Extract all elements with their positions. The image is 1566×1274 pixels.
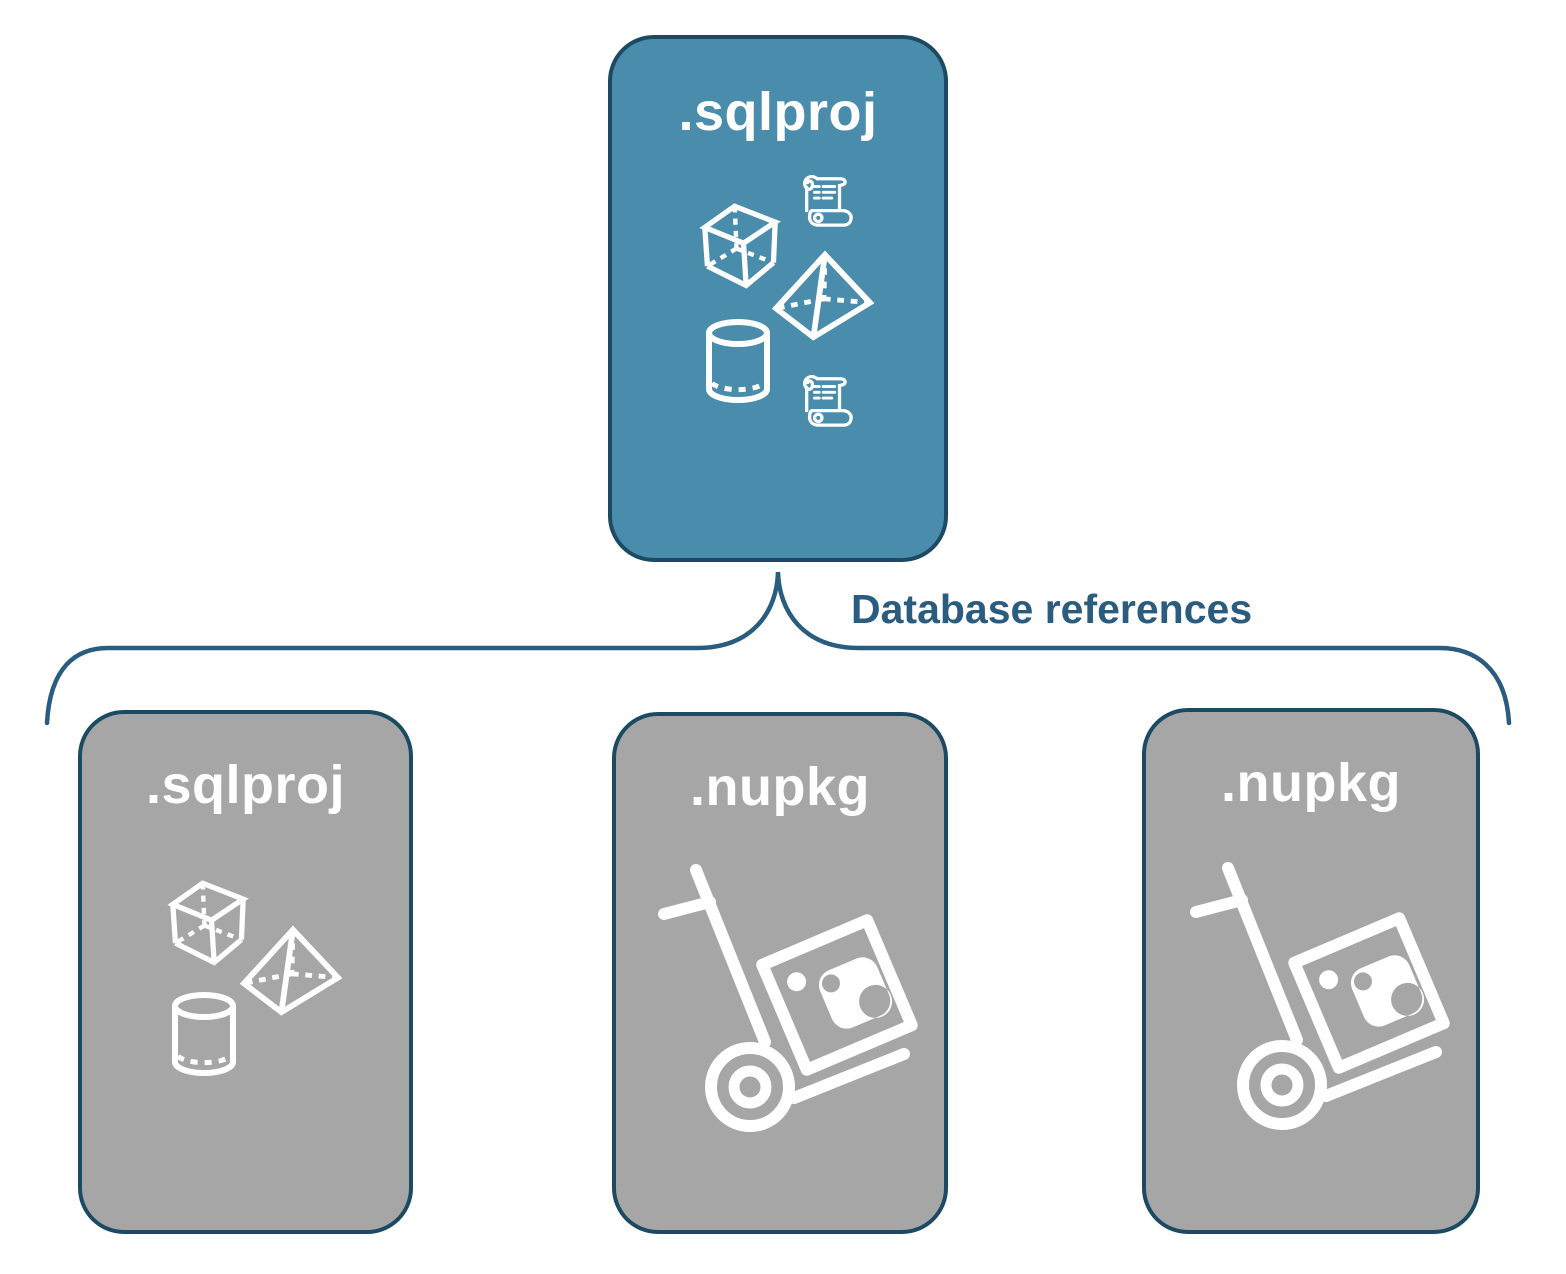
child-card-nupkg-2: .nupkg: [1142, 708, 1480, 1234]
child-card-sqlproj: .sqlproj: [78, 710, 413, 1234]
root-card-title: .sqlproj: [678, 82, 878, 142]
cube-icon: [167, 880, 249, 966]
hand-truck-package-icon: [658, 864, 918, 1132]
pyramid-icon: [771, 250, 875, 341]
child-card-title: .nupkg: [1221, 753, 1401, 813]
cube-icon: [699, 203, 781, 289]
cylinder-icon: [706, 319, 770, 403]
child-card-nupkg-1: .nupkg: [612, 712, 948, 1234]
hand-truck-package-icon: [1190, 862, 1450, 1130]
child-card-title: .sqlproj: [145, 755, 345, 815]
cylinder-icon: [172, 992, 236, 1076]
child-card-title: .nupkg: [690, 757, 870, 817]
brace-connector: [44, 571, 1512, 726]
pyramid-icon: [239, 925, 343, 1016]
root-card-sqlproj: .sqlproj: [608, 35, 948, 562]
connector-label: Database references: [851, 586, 1253, 632]
scroll-icon: [803, 375, 853, 427]
scroll-icon: [803, 175, 853, 227]
